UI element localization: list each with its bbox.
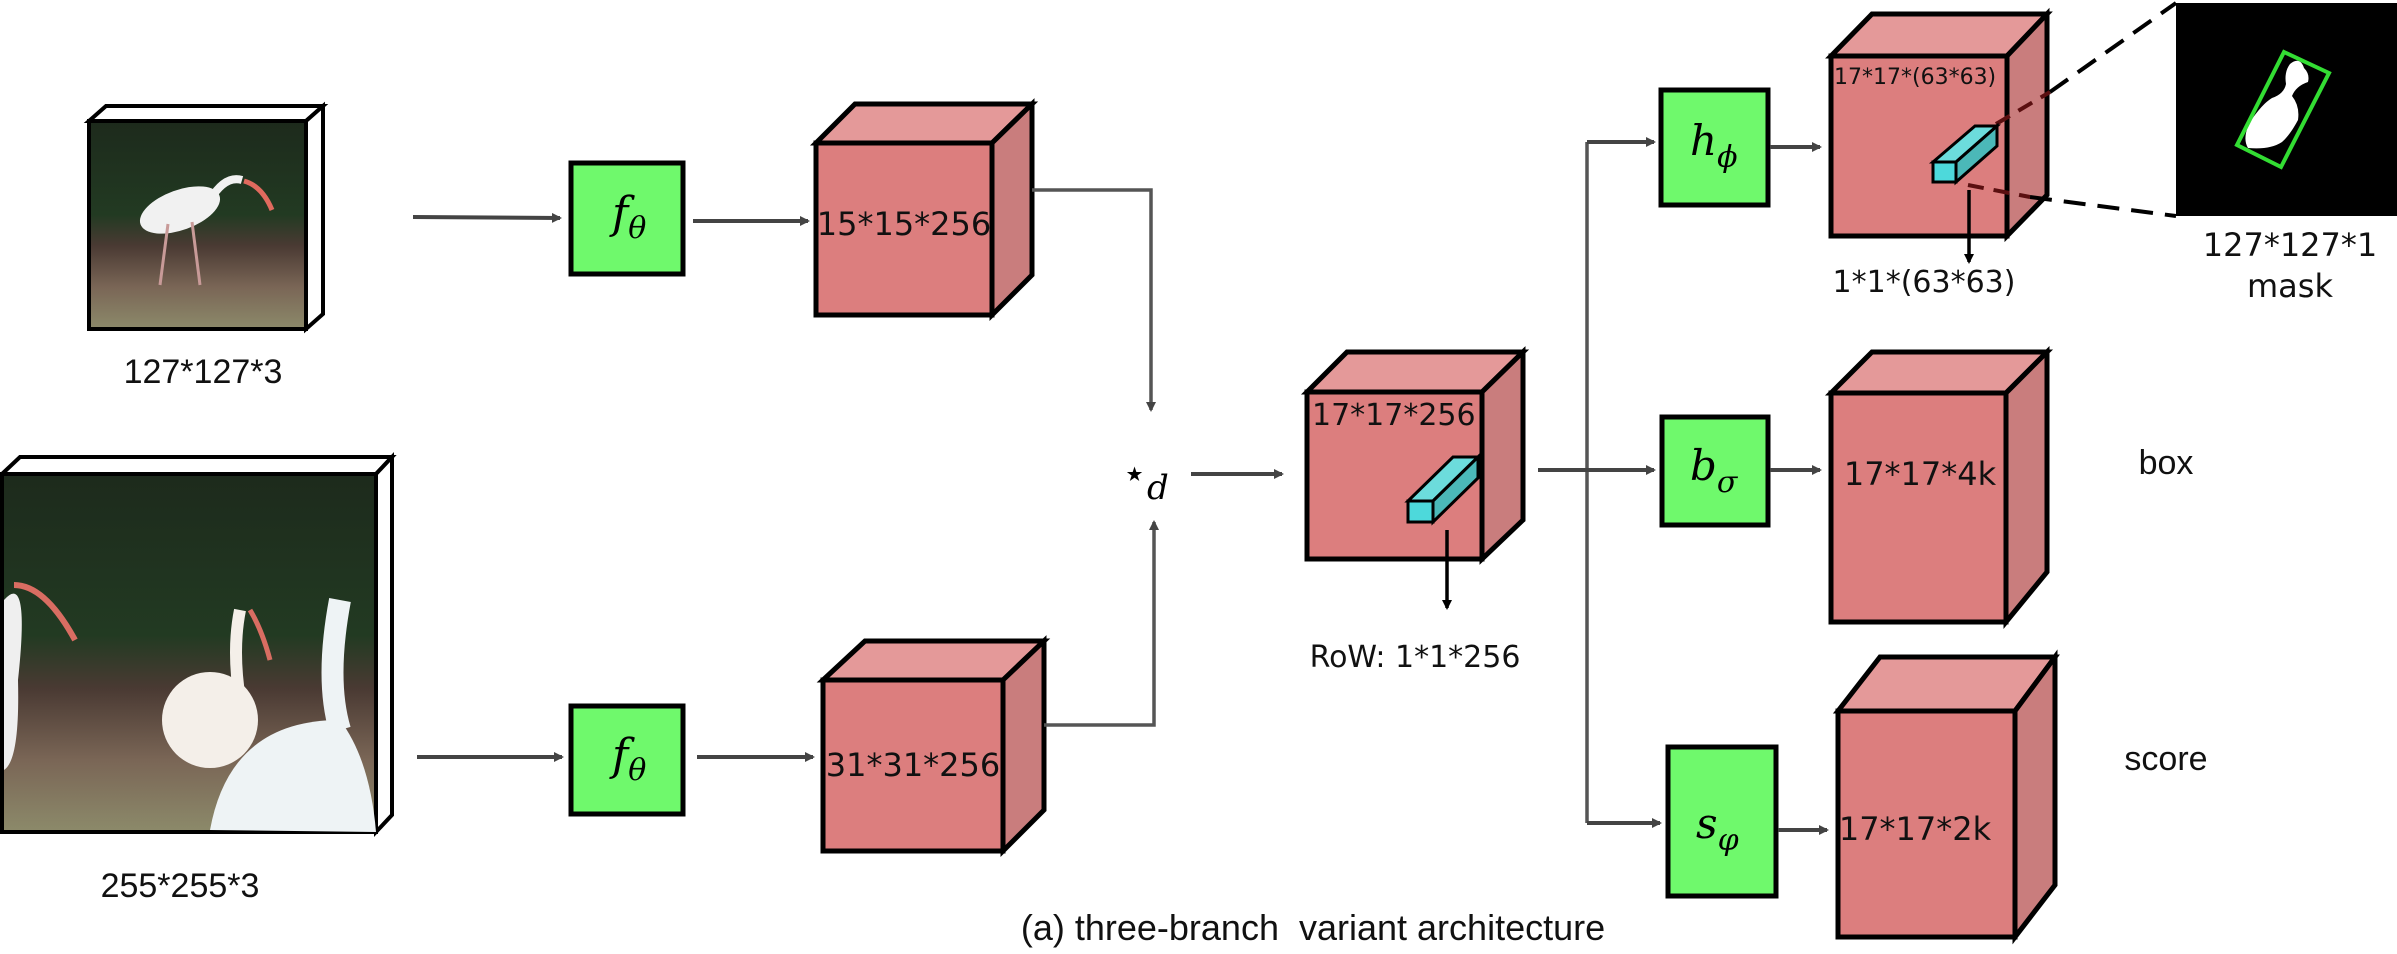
backbone-lower-block: fθ	[568, 703, 686, 817]
mask-zoom-line-lower-inner	[1967, 183, 2031, 199]
svg-text:hϕ: hϕ	[1690, 116, 1738, 175]
mask-result-size-label: 127*127*1	[2203, 226, 2378, 264]
mask-result-name-label: mask	[2247, 267, 2333, 305]
search-image	[0, 451, 397, 838]
template-feature-label: 15*15*256	[817, 205, 992, 243]
arrow-template-to-backbone	[412, 212, 562, 223]
search-feature-label: 31*31*256	[826, 746, 1001, 784]
template-size-label: 127*127*3	[124, 353, 283, 391]
search-size-label: 255*255*3	[101, 867, 260, 905]
backbone-upper-block: fθ	[568, 160, 686, 277]
connector-template-to-correlation	[1032, 188, 1156, 412]
depthwise-correlation-symbol: ⋆d	[1122, 451, 1169, 508]
score-output-label: 17*17*2k	[1839, 810, 1992, 848]
score-head-block: sφ	[1665, 744, 1779, 899]
svg-text:bσ: bσ	[1690, 441, 1739, 500]
connector-search-to-correlation	[1044, 520, 1159, 727]
mask-bounding-box	[2234, 49, 2332, 170]
svg-text:fθ: fθ	[609, 188, 646, 246]
mask-output-cube	[1825, 7, 2053, 243]
box-output-label: 17*17*4k	[1844, 455, 1997, 493]
box-result-label: box	[2139, 444, 2194, 482]
mask-zoom-line-upper	[2048, 1, 2178, 94]
svg-text:sφ: sφ	[1696, 799, 1739, 858]
score-result-label: score	[2124, 740, 2207, 778]
score-output-cube	[1832, 649, 2060, 945]
mask-head-block: hϕ	[1658, 87, 1771, 208]
figure-caption: (a) three-branch variant architecture	[1021, 907, 1605, 948]
mask-zoom-line-lower	[2029, 195, 2177, 218]
box-head-block: bσ	[1659, 414, 1771, 528]
search-feature-cube	[816, 635, 1051, 858]
response-label: 17*17*256	[1312, 398, 1476, 433]
template-image	[83, 101, 329, 334]
mask-zoom-line-upper-inner	[1994, 90, 2052, 126]
mask-row-vector	[1928, 122, 2001, 186]
mask-output-label: 17*17*(63*63)	[1834, 65, 1996, 90]
ibis-flock-icon	[4, 582, 376, 832]
mask-silhouette	[2245, 60, 2309, 149]
mask-row-label: 1*1*(63*63)	[1833, 265, 2016, 300]
response-cube	[1300, 346, 1530, 565]
box-output-cube	[1824, 345, 2054, 629]
template-feature-cube	[809, 98, 1039, 322]
row-label: RoW: 1*1*256	[1310, 640, 1521, 675]
response-row-vector	[1404, 453, 1482, 526]
mask-result-image	[2176, 3, 2397, 216]
ibis-bird-icon	[139, 175, 275, 286]
